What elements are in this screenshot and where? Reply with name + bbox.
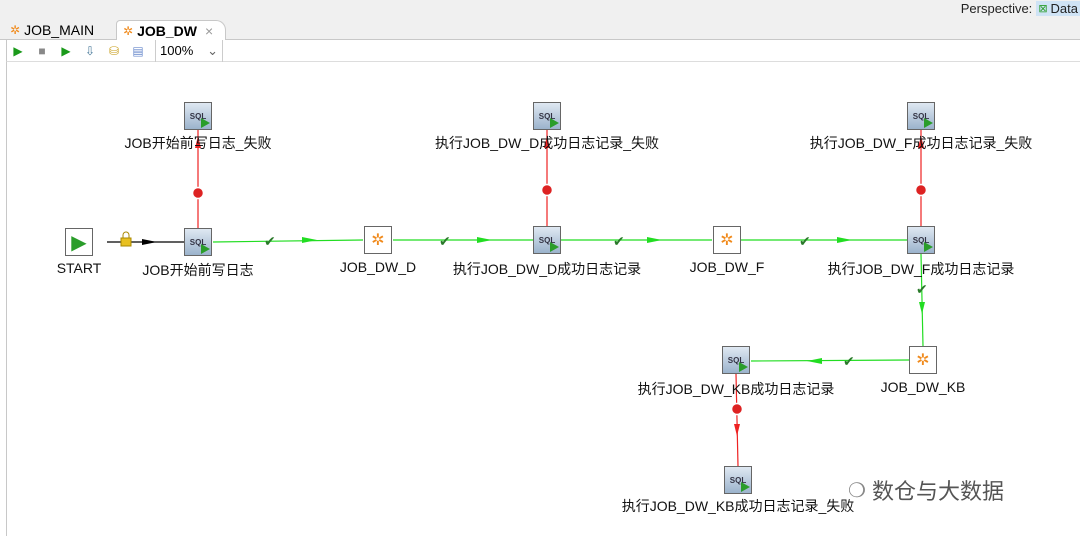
node-label: 执行JOB_DW_KB成功日志记录 (637, 381, 835, 397)
zoom-select[interactable]: 100%⌄ (155, 39, 223, 62)
toolbar: ▶ ■ ▶ ⇩ ⛁ ▤ 100%⌄ (6, 39, 1080, 62)
failure-icon (540, 183, 554, 197)
job-icon: ✲ (371, 232, 385, 249)
replay-icon[interactable]: ⇩ (84, 43, 96, 58)
sql-node-f-log[interactable]: SQL (907, 226, 935, 254)
node-label: 执行JOB_DW_KB成功日志记录_失败 (621, 498, 855, 514)
hop-kblog-fail[interactable] (735, 373, 739, 467)
node-label: JOB_DW_KB (880, 379, 966, 395)
arrowhead (918, 136, 924, 148)
sql-node-pre-log-fail[interactable]: SQL (184, 102, 212, 130)
failure-icon (191, 186, 205, 200)
job-node-dw-d[interactable]: ✲ (364, 226, 392, 254)
success-check-icon: ✔ (799, 233, 811, 249)
perspective-label: Perspective: (960, 0, 1033, 16)
node-label: 执行JOB_DW_D成功日志记录 (452, 261, 642, 277)
watermark: ❍数仓与大数据 (848, 479, 1004, 504)
job-icon: ✲ (720, 232, 734, 249)
sql-node-kb-fail[interactable]: SQL (724, 466, 752, 494)
editor-tabs: ✲JOB_MAIN ✲JOB_DW× (0, 18, 1080, 40)
chevron-down-icon: ⌄ (207, 42, 218, 58)
node-label: 执行JOB_DW_F成功日志记录 (827, 261, 1015, 277)
success-check-icon: ✔ (916, 281, 928, 297)
success-check-icon: ✔ (843, 353, 855, 369)
sql-node-pre-log[interactable]: SQL (184, 228, 212, 256)
arrowhead (919, 302, 925, 314)
node-label: JOB开始前写日志_失败 (124, 135, 272, 151)
node-label: START (56, 260, 102, 276)
perspective-data-button[interactable]: ⊠Data (1036, 0, 1080, 16)
tab-job-dw[interactable]: ✲JOB_DW× (116, 20, 226, 40)
node-label: 执行JOB_DW_F成功日志记录_失败 (809, 135, 1033, 151)
node-label: 执行JOB_DW_D成功日志记录_失败 (434, 135, 660, 151)
arrowhead (544, 136, 550, 148)
failure-icon (914, 183, 928, 197)
stop-icon[interactable]: ■ (38, 43, 46, 58)
hop-kb-kblog[interactable] (750, 359, 910, 362)
play-icon: ▶ (71, 231, 87, 254)
arrowhead (837, 237, 852, 243)
sql-node-kb-log[interactable]: SQL (722, 346, 750, 374)
start-node[interactable]: ▶ (65, 228, 93, 256)
sql-node-d-log[interactable]: SQL (533, 226, 561, 254)
success-check-icon: ✔ (613, 233, 625, 249)
hop-prelog-d[interactable] (212, 239, 364, 243)
job-icon: ✲ (10, 23, 21, 37)
sql-node-f-fail[interactable]: SQL (907, 102, 935, 130)
arrowhead (142, 239, 157, 245)
job-node-dw-kb[interactable]: ✲ (909, 346, 937, 374)
arrowhead (807, 358, 822, 364)
job-node-dw-f[interactable]: ✲ (713, 226, 741, 254)
lock-icon (120, 231, 132, 247)
sql-node-d-fail[interactable]: SQL (533, 102, 561, 130)
success-check-icon: ✔ (439, 233, 451, 249)
tab-job-main[interactable]: ✲JOB_MAIN (10, 22, 95, 38)
close-icon[interactable]: × (204, 22, 214, 39)
top-bar: Perspective: ⊠Data (0, 0, 1080, 18)
node-label: JOB_DW_D (339, 259, 417, 275)
job-canvas[interactable]: ✔ ✔ ✔ ✔ ✔ ✔ ▶ START SQL JOB开始前写日志 SQL JO… (6, 62, 1080, 536)
job-icon: ✲ (123, 23, 134, 38)
node-label: JOB_DW_F (689, 259, 765, 275)
arrowhead (302, 237, 317, 243)
grid-icon: ⊠ (1038, 2, 1048, 15)
run-icon[interactable]: ▶ (13, 43, 23, 58)
success-check-icon: ✔ (264, 233, 276, 249)
run-options-icon[interactable]: ▶ (61, 43, 71, 58)
hops-layer: ✔ ✔ ✔ ✔ ✔ ✔ (107, 130, 928, 467)
node-label: JOB开始前写日志 (142, 262, 254, 278)
arrowhead (477, 237, 492, 243)
job-icon: ✲ (916, 352, 930, 369)
wechat-icon: ❍ (848, 479, 866, 502)
arrowhead (195, 136, 201, 148)
arrowhead (647, 237, 662, 243)
arrowhead (734, 424, 740, 436)
perspective-switcher[interactable]: Perspective: ⊠Data (961, 0, 1080, 16)
explore-db-icon[interactable]: ▤ (132, 43, 144, 58)
hop-flog-kb[interactable] (920, 253, 924, 347)
sql-check-icon[interactable]: ⛁ (108, 43, 120, 58)
failure-icon (730, 402, 744, 416)
